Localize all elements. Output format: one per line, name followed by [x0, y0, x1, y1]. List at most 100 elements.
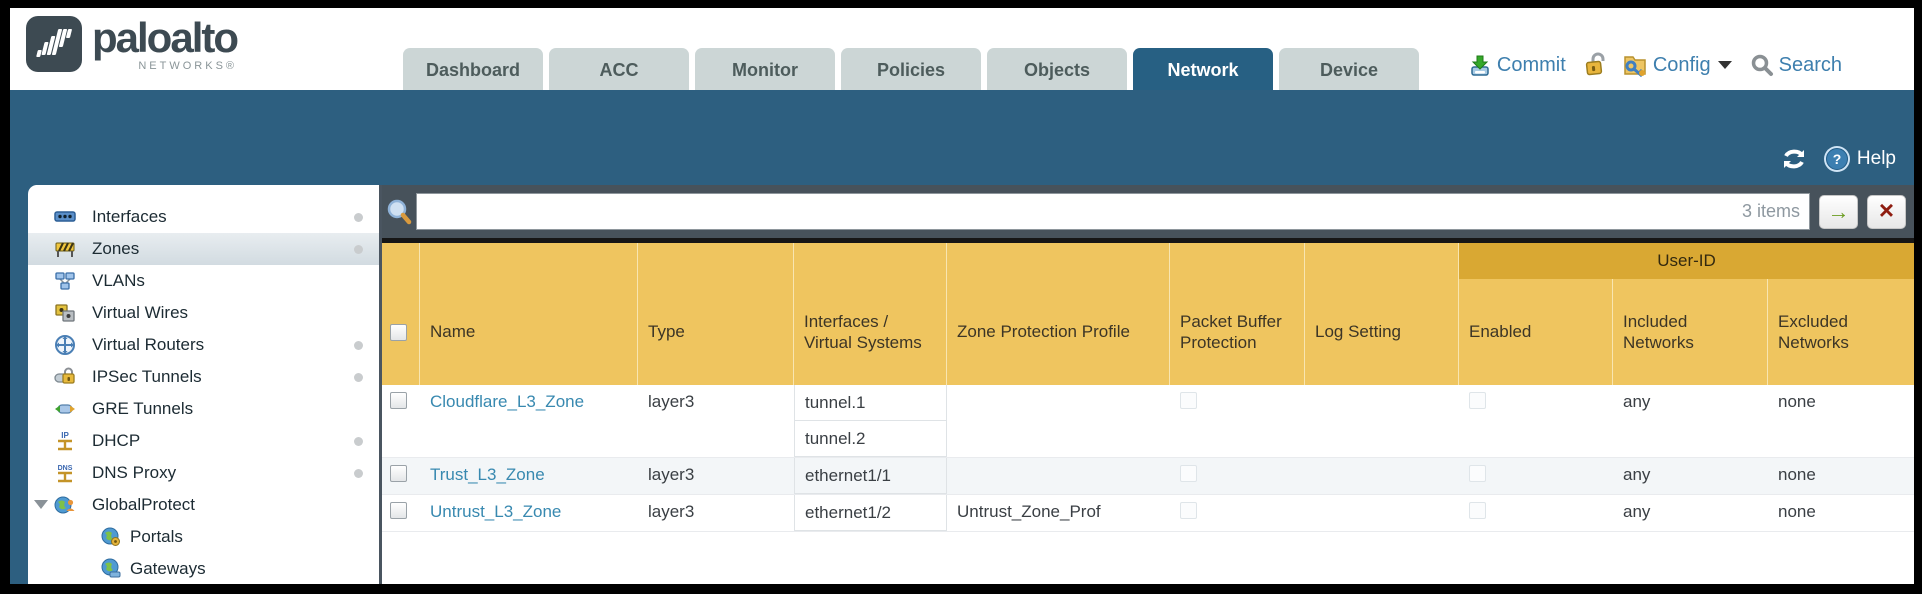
sidebar-item-label: Zones — [92, 239, 140, 258]
zone-type: layer3 — [648, 502, 695, 521]
tab-objects[interactable]: Objects — [987, 48, 1127, 92]
brand: paloalto NETWORKS® — [26, 14, 239, 72]
sidebar-item-globalprotect[interactable]: GlobalProtect — [28, 489, 379, 521]
tab-dashboard[interactable]: Dashboard — [403, 48, 543, 92]
config-button[interactable]: Config — [1652, 53, 1711, 76]
virtual-wires-icon — [54, 302, 76, 324]
zone-protection-profile — [947, 385, 1170, 457]
packet-buffer-protection-checkbox[interactable] — [1180, 392, 1197, 409]
interfaces-icon — [54, 206, 76, 228]
sidebar-item-portals[interactable]: Portals — [28, 521, 379, 553]
zone-protection-profile: Untrust_Zone_Prof — [957, 502, 1101, 521]
table-row: Cloudflare_L3_Zone layer3 tunnel.1 tunne… — [382, 385, 1914, 458]
excluded-networks: none — [1778, 465, 1816, 484]
column-header-interfaces[interactable]: Interfaces / Virtual Systems — [794, 243, 947, 385]
sidebar-item-gre-tunnels[interactable]: GRE Tunnels — [28, 393, 379, 425]
globalprotect-icon — [54, 494, 76, 516]
column-header-included-networks[interactable]: Included Networks — [1613, 279, 1768, 385]
sidebar-item-label: Gateways — [130, 559, 206, 578]
interface-cell: ethernet1/1 — [794, 458, 947, 494]
sidebar-item-gateways[interactable]: Gateways — [28, 553, 379, 584]
table-header: Name Type Interfaces / Virtual Systems Z… — [382, 243, 1914, 385]
sidebar-item-vlans[interactable]: VLANs — [28, 265, 379, 297]
excluded-networks: none — [1778, 502, 1816, 521]
filter-input[interactable] — [417, 194, 1809, 229]
sidebar-item-virtual-routers[interactable]: Virtual Routers — [28, 329, 379, 361]
sidebar-item-zones[interactable]: Zones — [28, 233, 379, 265]
caret-down-icon[interactable] — [1717, 61, 1732, 69]
column-header-excluded-networks[interactable]: Excluded Networks — [1778, 311, 1849, 352]
status-dot — [354, 213, 363, 222]
commit-icon[interactable] — [1468, 53, 1492, 77]
search-button[interactable]: Search — [1778, 53, 1842, 76]
items-count: 3 items — [1741, 201, 1800, 221]
user-id-group-header: User-ID — [1459, 243, 1914, 279]
apply-filter-button[interactable]: → — [1819, 194, 1858, 229]
column-header-packet-buffer-protection[interactable]: Packet Buffer Protection — [1170, 243, 1305, 385]
select-all-checkbox[interactable] — [390, 323, 407, 341]
column-header-log-setting[interactable]: Log Setting — [1305, 243, 1459, 385]
interface-cell: tunnel.2 — [794, 421, 947, 457]
clear-filter-button[interactable]: × — [1867, 194, 1906, 229]
config-icon[interactable] — [1622, 52, 1648, 78]
unlock-icon[interactable] — [1584, 52, 1608, 78]
search-icon[interactable] — [1750, 53, 1774, 77]
sidebar-item-label: Virtual Wires — [92, 303, 189, 322]
log-setting — [1305, 385, 1459, 457]
log-setting — [1305, 458, 1459, 494]
row-checkbox[interactable] — [390, 465, 407, 482]
help-icon[interactable]: ? — [1823, 145, 1851, 173]
sidebar-item-dhcp[interactable]: IP DHCP — [28, 425, 379, 457]
help-button[interactable]: Help — [1856, 148, 1896, 169]
go-arrow-icon: → — [1827, 198, 1850, 224]
tab-policies[interactable]: Policies — [841, 48, 981, 92]
table-row: Trust_L3_Zone layer3 ethernet1/1 any non… — [382, 458, 1914, 495]
row-checkbox[interactable] — [390, 502, 407, 519]
network-sidebar: Interfaces Zones — [28, 185, 382, 584]
teal-band: ? Help — [10, 90, 1914, 185]
refresh-icon[interactable] — [1779, 146, 1809, 172]
collapse-triangle-icon[interactable] — [34, 500, 48, 509]
vlans-icon — [54, 270, 76, 292]
packet-buffer-protection-checkbox[interactable] — [1180, 502, 1197, 519]
sidebar-item-interfaces[interactable]: Interfaces — [28, 201, 379, 233]
tab-device[interactable]: Device — [1279, 48, 1419, 92]
row-checkbox[interactable] — [390, 392, 407, 409]
sidebar-item-label: DHCP — [92, 431, 141, 450]
gateways-icon — [100, 558, 122, 580]
log-setting — [1305, 495, 1459, 531]
user-id-enabled-checkbox[interactable] — [1469, 502, 1486, 519]
sidebar-item-label: Portals — [130, 527, 183, 546]
tab-monitor[interactable]: Monitor — [695, 48, 835, 92]
zone-name-link[interactable]: Trust_L3_Zone — [430, 465, 545, 484]
svg-text:?: ? — [1833, 151, 1842, 167]
sidebar-item-virtual-wires[interactable]: Virtual Wires — [28, 297, 379, 329]
sidebar-item-label: DNS Proxy — [92, 463, 177, 482]
included-networks: any — [1623, 392, 1651, 411]
column-header-name[interactable]: Name — [420, 243, 638, 385]
zone-name-link[interactable]: Cloudflare_L3_Zone — [430, 392, 585, 411]
dhcp-icon: IP — [54, 430, 76, 452]
svg-text:IP: IP — [61, 431, 69, 440]
packet-buffer-protection-checkbox[interactable] — [1180, 465, 1197, 482]
column-header-enabled[interactable]: Enabled — [1459, 279, 1613, 385]
tab-acc[interactable]: ACC — [549, 48, 689, 92]
column-header-zone-protection-profile[interactable]: Zone Protection Profile — [947, 243, 1170, 385]
user-id-enabled-checkbox[interactable] — [1469, 465, 1486, 482]
table-row: Untrust_L3_Zone layer3 ethernet1/2 Untru… — [382, 495, 1914, 532]
ipsec-tunnels-icon — [54, 366, 76, 388]
zone-name-link[interactable]: Untrust_L3_Zone — [430, 502, 562, 521]
column-header-type[interactable]: Type — [638, 243, 794, 385]
excluded-networks: none — [1778, 392, 1816, 411]
portals-icon — [100, 526, 122, 548]
status-dot — [354, 373, 363, 382]
sidebar-item-label: Interfaces — [92, 207, 167, 226]
filter-toolbar: 3 items → × — [382, 185, 1914, 238]
tab-network[interactable]: Network — [1133, 48, 1273, 92]
commit-button[interactable]: Commit — [1496, 53, 1566, 76]
app-window: paloalto NETWORKS® Dashboard ACC Monitor… — [10, 8, 1914, 584]
brand-name: paloalto — [92, 14, 239, 61]
sidebar-item-ipsec-tunnels[interactable]: IPSec Tunnels — [28, 361, 379, 393]
sidebar-item-dns-proxy[interactable]: DNS DNS Proxy — [28, 457, 379, 489]
user-id-enabled-checkbox[interactable] — [1469, 392, 1486, 409]
